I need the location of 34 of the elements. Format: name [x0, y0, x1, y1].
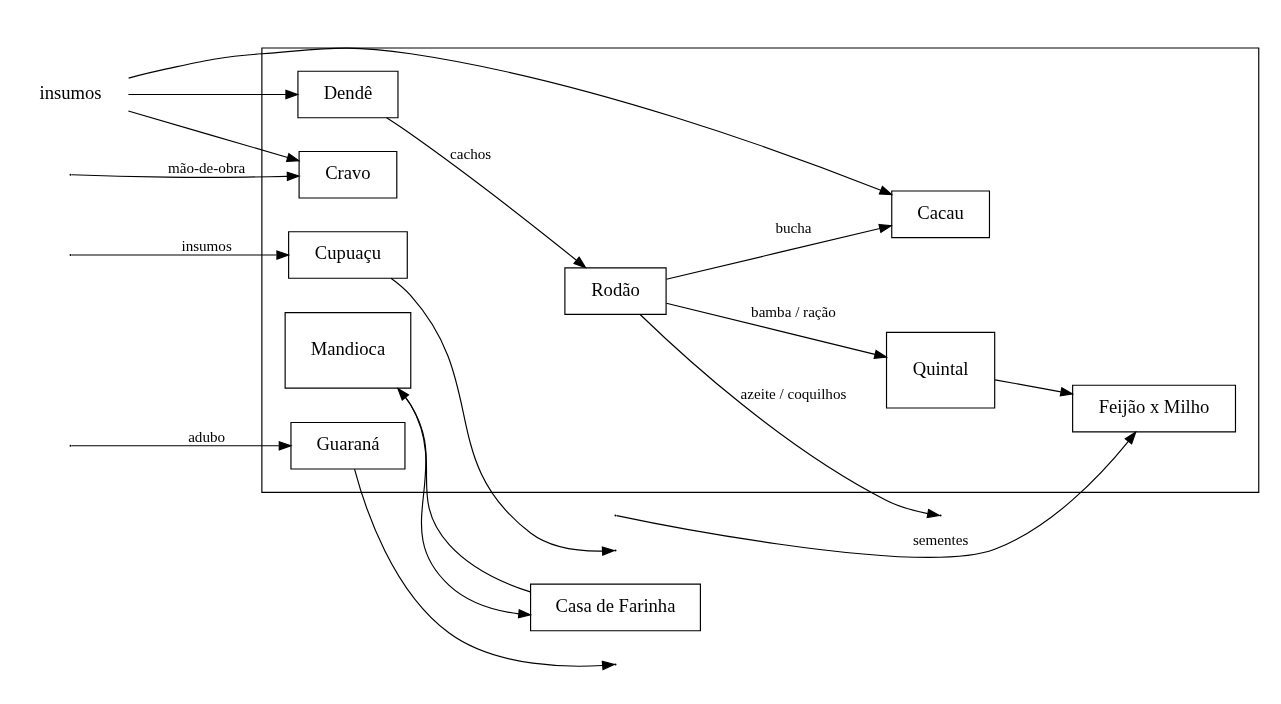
arrow [71, 440, 293, 451]
arrow [386, 116, 587, 269]
arrow [665, 302, 889, 359]
node-box: Feijão x Milho [1072, 384, 1237, 432]
node-box: Rodão [564, 266, 667, 315]
arrow [994, 378, 1075, 397]
node-box: Cravo [298, 150, 398, 199]
edge-label: cachos [450, 145, 492, 162]
edge-label: mão-de-obra [168, 159, 246, 176]
node-box: Quintal [885, 331, 996, 409]
edge-label: bucha [775, 219, 812, 236]
node-box: Cacau [891, 189, 991, 238]
node-box: Cupuaçu [288, 230, 408, 279]
edge-label: sementes [912, 531, 969, 548]
node-box: Mandioca [284, 311, 412, 389]
arrow [127, 89, 300, 99]
edge-label: adubo [188, 428, 226, 445]
node-text: insumos [39, 81, 102, 103]
arrow [665, 223, 893, 280]
arrow [71, 249, 291, 260]
node-box: Casa de Farinha [530, 583, 701, 631]
arrow [353, 468, 616, 670]
node-box: Dendê [297, 70, 399, 118]
arrow [128, 47, 894, 195]
edge-label: bamba / ração [751, 303, 836, 320]
arrow [639, 313, 942, 518]
arrow [127, 109, 301, 162]
edge-label: azeite / coquilhos [740, 385, 847, 402]
arrow [616, 430, 1137, 558]
edge-label: insumos [181, 237, 232, 254]
arrow [71, 170, 301, 181]
node-box: Guaraná [290, 421, 406, 470]
arrow [390, 277, 616, 556]
cluster [261, 46, 1260, 493]
